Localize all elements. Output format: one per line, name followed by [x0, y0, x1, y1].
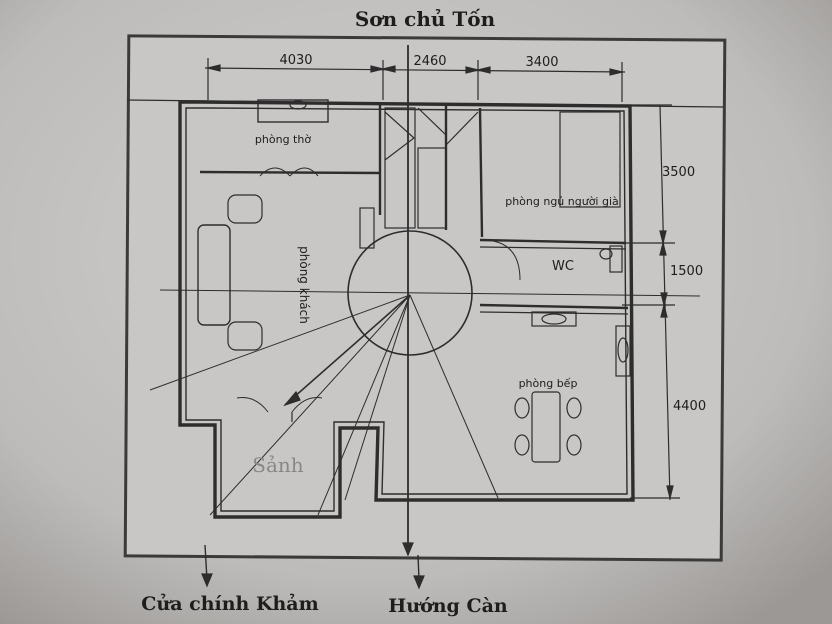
room-label-living: phòng khách	[297, 246, 311, 324]
room-label-kitchen: phòng bếp	[519, 377, 578, 390]
dimension-right-1: 3500	[662, 165, 695, 180]
caption-direction: Hướng Càn	[388, 595, 508, 617]
dimension-top-3: 3400	[525, 55, 558, 70]
room-label-altar: phòng thờ	[255, 133, 311, 146]
dimension-right-2: 1500	[670, 264, 703, 279]
dimension-top-1: 4030	[279, 53, 312, 68]
room-label-hall: Sảnh	[252, 453, 304, 477]
room-label-elder-bedroom: phòng ngủ người già	[505, 195, 619, 208]
dimension-top-2: 2460	[413, 54, 446, 69]
room-label-wc: WC	[552, 259, 574, 274]
outer-frame	[123, 34, 727, 562]
dimension-right-3: 4400	[673, 399, 706, 414]
diagram-title: Sơn chủ Tốn	[355, 7, 496, 31]
caption-main-door: Cửa chính Khảm	[141, 593, 318, 615]
plan-lines	[126, 45, 724, 590]
